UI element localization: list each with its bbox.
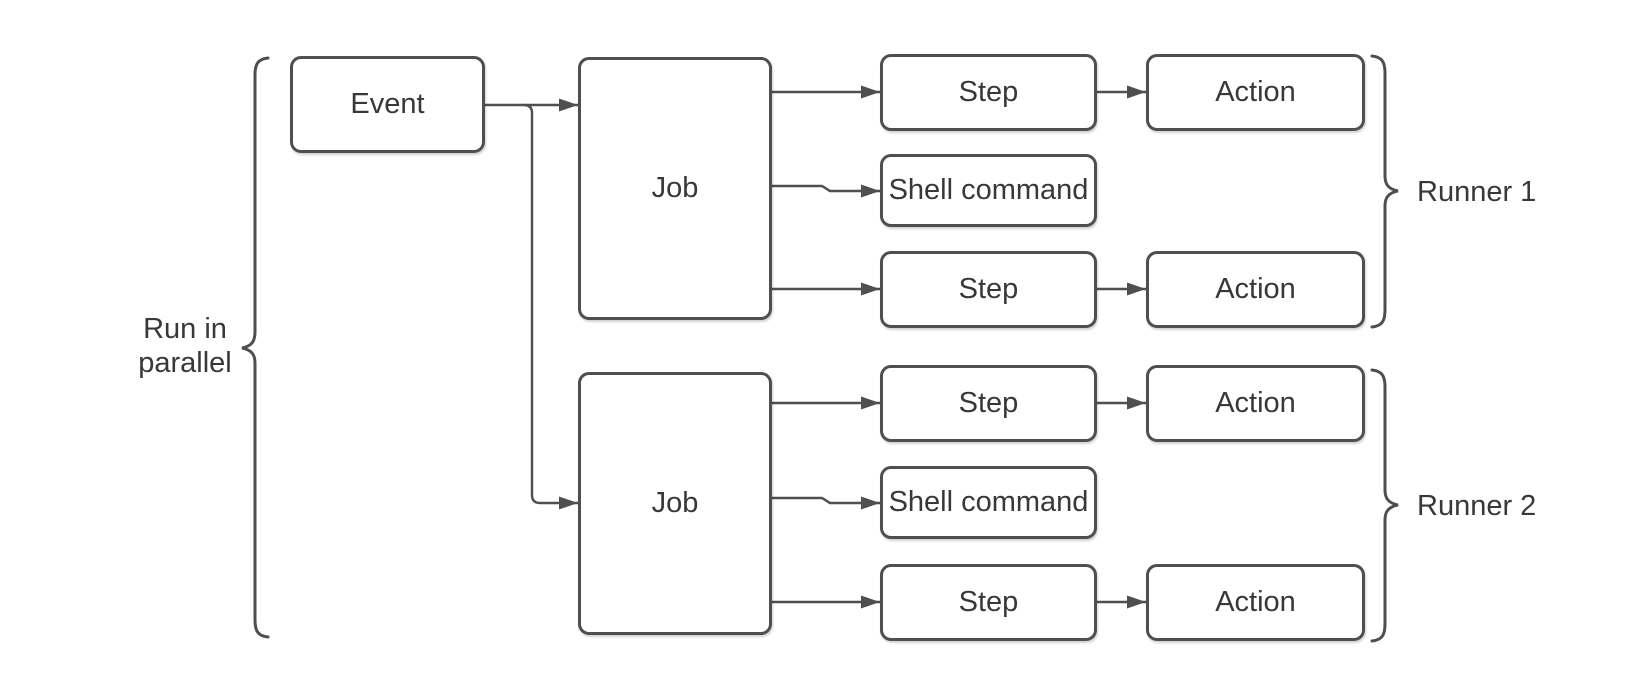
- shell-command-node: Shell command: [880, 466, 1097, 539]
- run-in-parallel-brace: [241, 56, 270, 639]
- step-node: Step: [880, 365, 1097, 442]
- action-node: Action: [1146, 365, 1365, 442]
- action-node: Action: [1146, 54, 1365, 131]
- event-node: Event: [290, 56, 485, 153]
- arrow-job1-to-shell-command-1: [772, 184, 880, 198]
- runner-2-label: Runner 2: [1417, 490, 1537, 522]
- action-node: Action: [1146, 251, 1365, 328]
- step-node: Step: [880, 54, 1097, 131]
- step-node: Step: [880, 564, 1097, 641]
- run-in-parallel-line2: parallel: [138, 347, 232, 379]
- shell-command-node: Shell command: [880, 154, 1097, 227]
- run-in-parallel-line1: Run in: [143, 313, 227, 345]
- runner-1-brace: [1370, 54, 1399, 329]
- runner-2-brace: [1370, 368, 1399, 643]
- action-node: Action: [1146, 564, 1365, 641]
- step-node: Step: [880, 251, 1097, 328]
- arrow-job2-to-shell-command-2: [772, 496, 880, 510]
- arrow-event-to-job-2: [523, 103, 578, 510]
- job-node-2: Job: [578, 372, 772, 635]
- job-node-1: Job: [578, 57, 772, 320]
- run-in-parallel-label: Run in parallel: [110, 312, 260, 380]
- runner-1-label: Runner 1: [1417, 176, 1537, 208]
